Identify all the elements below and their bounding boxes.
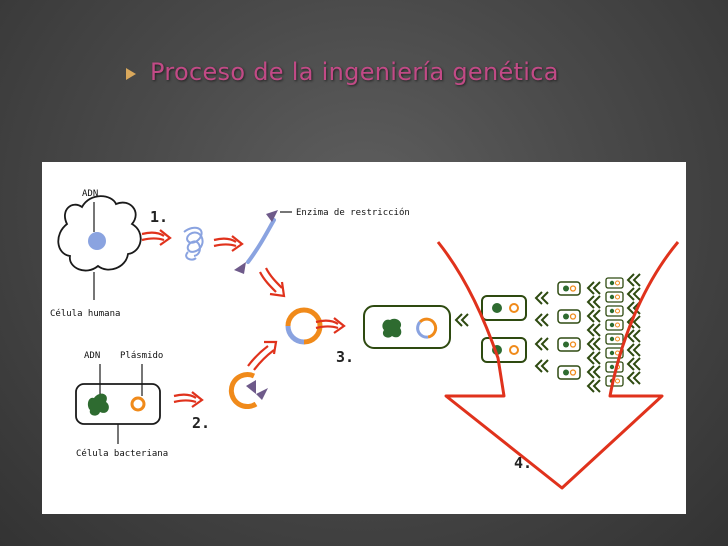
label-celula-bacteriana: Célula bacteriana <box>76 448 168 459</box>
tiny-cell <box>605 291 624 303</box>
plasmid-icon <box>130 396 146 412</box>
chevron-icon <box>587 365 601 379</box>
label-adn-bottom: ADN <box>84 351 100 361</box>
label-celula-humana: Célula humana <box>50 308 120 319</box>
big-down-arrow <box>436 241 680 490</box>
chevron-icon <box>535 291 549 305</box>
title-bullet-icon <box>126 68 136 80</box>
mini-cell <box>557 337 581 352</box>
open-plasmid-icon <box>228 372 258 410</box>
dna-tangle-icon <box>183 226 204 261</box>
human-nucleus-icon <box>88 232 106 250</box>
enzyme-bottom-icon <box>234 262 246 274</box>
enzyme-cut-icon <box>246 380 256 394</box>
diagram-panel: ADN Célula humana 1. Enzima de restricci… <box>42 162 686 514</box>
chevron-icon <box>587 351 601 365</box>
arrow-2 <box>172 390 204 409</box>
chevron-icon <box>535 313 549 327</box>
chevron-icon <box>587 337 601 351</box>
tiny-cell <box>605 277 624 289</box>
chevron-icon <box>627 273 641 287</box>
recombinant-plasmid-icon <box>285 307 323 345</box>
tiny-cell <box>605 319 624 331</box>
arrow-plasmid-up <box>247 340 278 371</box>
arrow-enzyme-down <box>259 267 286 298</box>
chevron-icon <box>627 287 641 301</box>
label-plasmido: Plásmido <box>120 351 163 361</box>
bacterium-copy-2 <box>481 337 527 363</box>
label-adn-top: ADN <box>82 189 98 199</box>
tiny-cell <box>605 305 624 317</box>
chevron-icon <box>587 379 601 393</box>
chevron-icon <box>627 357 641 371</box>
dna-fragment-icon <box>246 218 276 264</box>
bacterium-copy-1 <box>481 295 527 321</box>
human-cell <box>57 195 142 272</box>
enzyme-cut-icon-2 <box>256 388 268 400</box>
chevron-icon <box>587 323 601 337</box>
chevron-icon <box>627 329 641 343</box>
step-2-label: 2. <box>192 414 210 432</box>
step-4-label: 4. <box>514 454 532 472</box>
chevron-icon <box>535 337 549 351</box>
chevron-icon <box>455 313 469 327</box>
step-3-label: 3. <box>336 348 354 366</box>
chevron-icon <box>627 343 641 357</box>
arrow-1b <box>212 234 244 253</box>
slide-title: Proceso de la ingeniería genética <box>150 58 559 86</box>
label-enzima: Enzima de restricción <box>296 207 410 218</box>
bacterial-cell <box>75 383 161 425</box>
mini-cell <box>557 365 581 380</box>
mini-cell <box>557 309 581 324</box>
chevron-icon <box>627 371 641 385</box>
chevron-icon <box>535 359 549 373</box>
enzyme-top-icon <box>266 210 278 222</box>
chevron-icon <box>587 281 601 295</box>
arrow-1a <box>140 228 172 247</box>
step-1-label: 1. <box>150 208 168 226</box>
chevron-icon <box>587 309 601 323</box>
transformed-bacterium <box>363 305 451 349</box>
chevron-icon <box>587 295 601 309</box>
tiny-cell <box>605 333 624 345</box>
genetic-engineering-diagram: ADN Célula humana 1. Enzima de restricci… <box>50 189 680 490</box>
mini-cell <box>557 281 581 296</box>
bacterial-chromosome-icon <box>87 393 109 416</box>
